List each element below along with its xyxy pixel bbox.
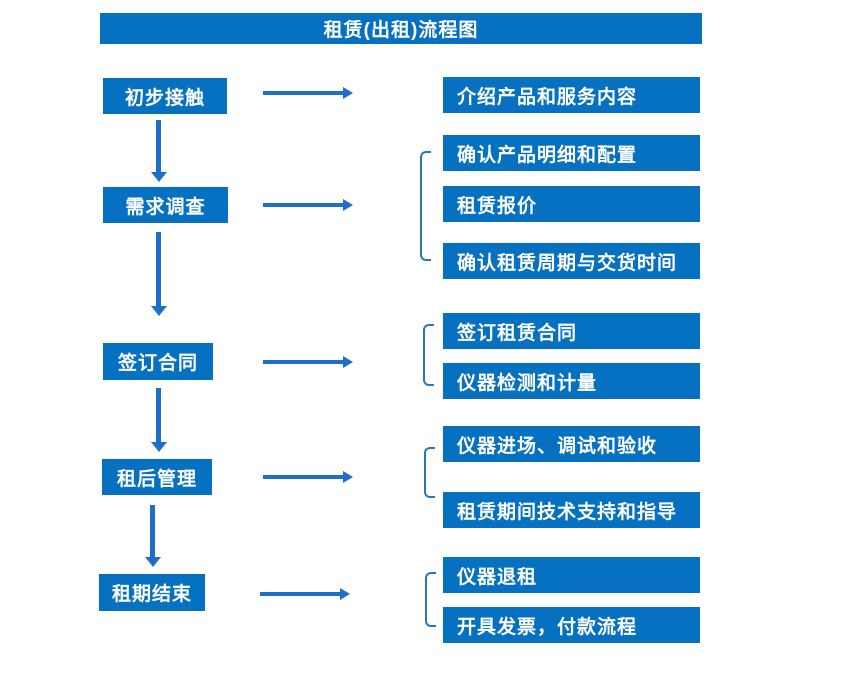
output-box: 确认租赁周期与交货时间 [443,243,700,279]
output-label: 开具发票，付款流程 [457,616,638,638]
arrow-right-icon [263,199,353,211]
output-box: 仪器退租 [443,557,700,593]
output-label: 租赁报价 [457,195,538,217]
output-box: 仪器检测和计量 [443,363,700,399]
group-bracket-icon [424,447,435,498]
output-label: 仪器进场、调试和验收 [457,435,658,457]
stage-box-demand-survey: 需求调查 [103,187,228,223]
arrow-down-icon [151,388,167,452]
output-box: 签订租赁合同 [443,313,700,349]
arrow-down-icon [151,232,167,316]
arrow-right-icon [260,588,350,600]
output-box: 租赁期间技术支持和指导 [443,492,700,528]
diagram-title-bar: 租赁(出租)流程图 [100,13,702,44]
output-label: 介绍产品和服务内容 [457,86,638,108]
output-box: 仪器进场、调试和验收 [443,426,700,462]
stage-box-contract-signing: 签订合同 [103,343,213,380]
stage-label: 租期结束 [111,584,192,605]
output-box: 开具发票，付款流程 [443,607,700,643]
output-label: 签订租赁合同 [457,322,578,344]
arrow-right-icon [263,87,353,99]
output-label: 租赁期间技术支持和指导 [457,501,678,523]
diagram-title: 租赁(出租)流程图 [323,20,479,41]
output-label: 仪器检测和计量 [457,372,598,394]
output-label: 确认租赁周期与交货时间 [457,252,678,274]
output-box: 租赁报价 [443,186,700,222]
arrow-right-icon [263,471,353,483]
output-box: 确认产品明细和配置 [443,135,700,171]
stage-label: 租后管理 [116,468,197,490]
group-bracket-icon [425,572,436,627]
stage-box-lease-end: 租期结束 [99,574,205,611]
arrow-down-icon [151,120,167,182]
arrow-right-icon [263,356,353,368]
output-box: 介绍产品和服务内容 [443,77,700,113]
group-bracket-icon [423,324,434,386]
stage-box-initial-contact: 初步接触 [103,78,227,114]
stage-label: 需求调查 [125,196,206,218]
arrow-down-icon [145,505,161,567]
group-bracket-icon [420,151,431,261]
stage-label: 初步接触 [124,87,205,109]
output-label: 确认产品明细和配置 [457,144,638,166]
stage-label: 签订合同 [117,353,198,374]
output-label: 仪器退租 [457,566,538,588]
stage-box-post-rental-management: 租后管理 [102,459,212,495]
